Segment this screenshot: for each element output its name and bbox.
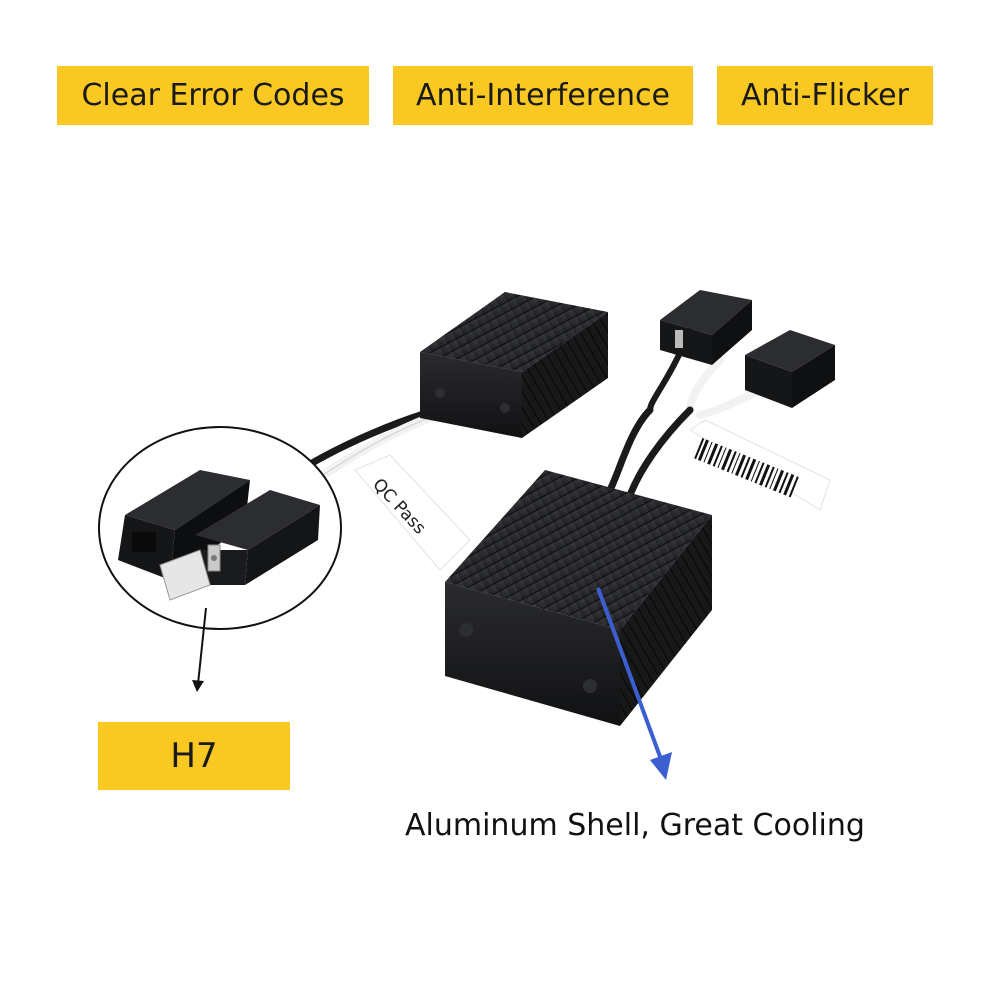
shell-caption: Aluminum Shell, Great Cooling — [405, 808, 865, 843]
h7-connector-plug-top — [660, 290, 752, 365]
h7-connector-callout — [98, 426, 342, 630]
h7-pointer-arrow — [192, 607, 207, 692]
decoder-module-back — [420, 292, 608, 438]
feature-badge-anti-flicker: Anti-Flicker — [717, 66, 933, 125]
feature-badge-clear-error-codes: Clear Error Codes — [57, 66, 369, 125]
decoder-module-front — [445, 470, 712, 726]
feature-badge-anti-interference: Anti-Interference — [393, 66, 693, 125]
h7-plug-closeup — [159, 490, 320, 601]
qc-pass-sticker: QC Pass — [354, 454, 471, 571]
barcode-sticker — [689, 419, 831, 511]
h7-connector-socket-top — [745, 330, 835, 408]
connector-type-badge: H7 — [98, 722, 290, 790]
shell-pointer-arrow — [596, 587, 672, 780]
